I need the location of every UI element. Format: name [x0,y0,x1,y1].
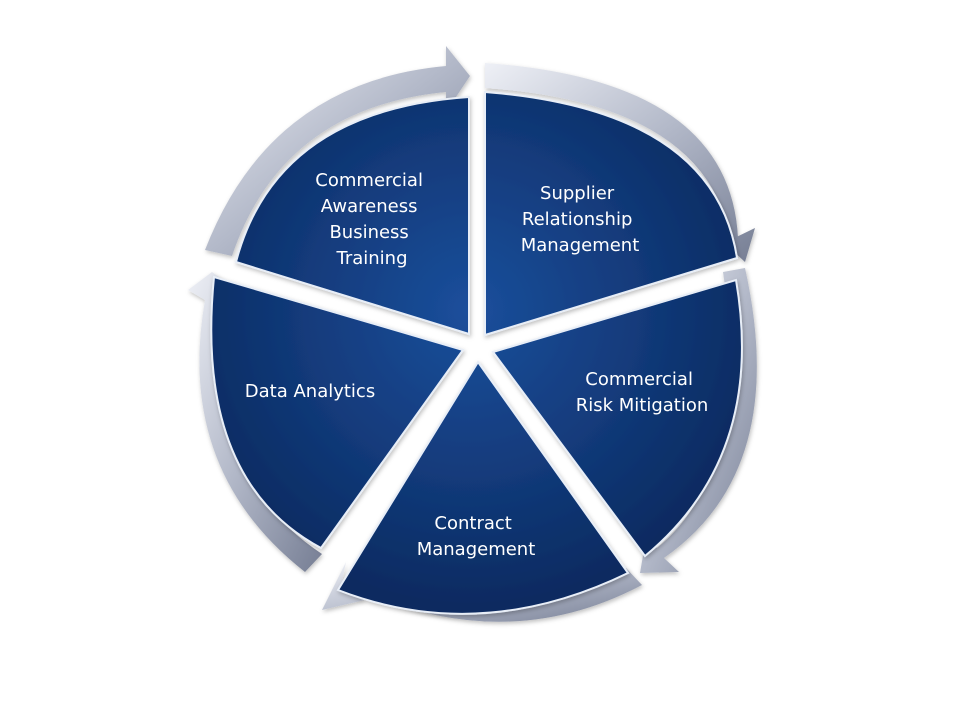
arrow-contract-to-analytics [322,562,642,622]
label-line: Data Analytics [245,381,375,402]
arrow-awareness-to-supplier [205,46,470,256]
label-data-analytics: Data Analytics [245,381,375,402]
label-commercial-awareness-business-training: Commercial Awareness Business Training [315,170,428,269]
segment-contract-management [336,360,630,615]
label-line: Contract [434,513,511,534]
arrow-supplier-to-risk [485,63,755,262]
label-line: Business [329,222,408,243]
label-line: Management [417,539,536,560]
label-line: Commercial [315,170,423,191]
label-line: Risk Mitigation [576,395,709,416]
label-line: Awareness [321,196,418,217]
label-supplier-relationship-management: Supplier Relationship Management [521,183,640,256]
label-commercial-risk-mitigation: Commercial Risk Mitigation [576,369,709,416]
segment-data-analytics [210,275,465,550]
segment-commercial-awareness-business-training [234,95,470,336]
label-line: Relationship [522,209,633,230]
label-line: Management [521,235,640,256]
segment-supplier-relationship-management [484,90,739,337]
arrow-analytics-to-awareness [188,272,322,572]
label-line: Supplier [540,183,615,204]
label-line: Training [335,248,407,269]
label-contract-management: Contract Management [417,513,536,560]
cycle-segments [210,90,743,615]
label-line: Commercial [585,369,693,390]
segment-commercial-risk-mitigation [491,278,743,558]
